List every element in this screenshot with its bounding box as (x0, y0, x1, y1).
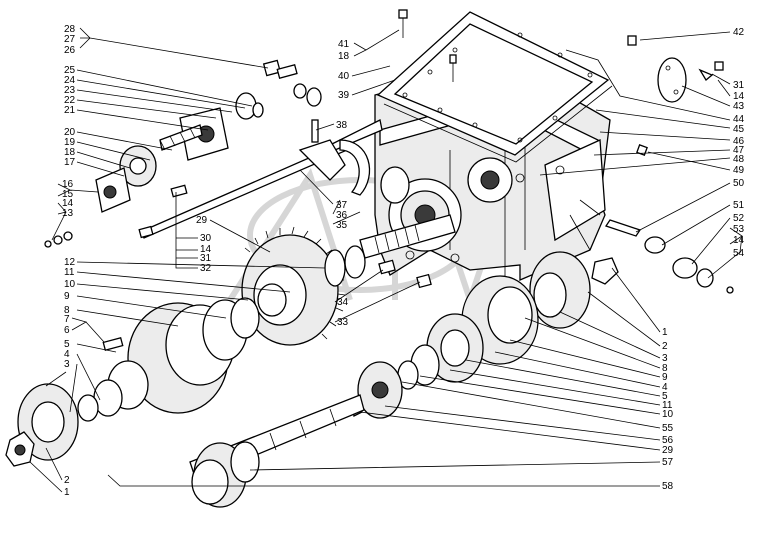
callout-10-right: 10 (662, 409, 674, 420)
callout-10: 10 (64, 279, 76, 290)
callout-4-right: 4 (662, 382, 668, 393)
callout-34: 34 (337, 297, 349, 308)
callout-1-left: 1 (64, 487, 70, 498)
callout-19: 19 (64, 137, 76, 148)
top-cover-plate (376, 11, 613, 163)
callout-2-right: 2 (662, 341, 668, 352)
callout-47: 47 (733, 145, 745, 156)
callout-32: 32 (200, 263, 212, 274)
callout-12: 12 (64, 257, 76, 268)
large-spur-gear (241, 226, 366, 346)
callout-23: 23 (64, 85, 76, 96)
callout-6: 6 (64, 325, 70, 336)
callout-35: 35 (336, 220, 348, 231)
callout-3-right: 3 (662, 353, 668, 364)
callout-25: 25 (64, 65, 76, 76)
callout-48: 48 (733, 154, 745, 165)
callout-21: 21 (64, 105, 76, 116)
callout-39: 39 (338, 90, 350, 101)
callout-30: 30 (200, 233, 212, 244)
callout-15: 15 (62, 189, 74, 200)
input-shaft (359, 214, 456, 289)
left-bearing-housing (5, 297, 260, 467)
right-small-parts (604, 144, 734, 294)
callout-20: 20 (64, 127, 76, 138)
callout-17: 17 (64, 157, 76, 168)
callout-13: 13 (62, 208, 74, 219)
callout-42: 42 (733, 27, 745, 38)
callout-22: 22 (64, 95, 76, 106)
callout-33: 33 (337, 317, 349, 328)
callout-5: 5 (64, 339, 70, 350)
callout-53: 53 (733, 224, 745, 235)
callout-38: 38 (336, 120, 348, 131)
callout-18: 18 (338, 51, 350, 62)
callout-56: 56 (662, 435, 674, 446)
callout-29-right: 29 (662, 445, 674, 456)
callout-2-left: 2 (64, 475, 70, 486)
shift-fork-assembly (95, 59, 383, 239)
callout-8-right: 8 (662, 363, 668, 374)
callout-5-right: 5 (662, 391, 668, 402)
callout-40: 40 (338, 71, 350, 82)
callout-24: 24 (64, 75, 76, 86)
callout-54: 54 (733, 248, 745, 259)
callout-16: 16 (62, 179, 74, 190)
callout-8: 8 (64, 305, 70, 316)
small-fasteners-left (44, 231, 73, 248)
callout-27: 27 (64, 34, 76, 45)
callout-57: 57 (662, 457, 674, 468)
callout-52: 52 (733, 213, 745, 224)
right-bearing-assembly (351, 251, 619, 419)
leader-lines (29, 27, 743, 493)
callout-11-right: 11 (662, 400, 673, 411)
callout-37: 37 (336, 200, 348, 211)
callout-31: 31 (733, 80, 745, 91)
callout-31b: 31 (200, 253, 212, 264)
cover-bolts (398, 9, 637, 82)
callout-41: 41 (338, 39, 350, 50)
callout-1-right: 1 (662, 327, 668, 338)
callout-9: 9 (64, 291, 70, 302)
callout-3: 3 (64, 359, 70, 370)
callout-55: 55 (662, 423, 674, 434)
callout-14d: 14 (733, 235, 745, 246)
callout-9-right: 9 (662, 372, 668, 383)
callout-18b: 18 (64, 147, 76, 158)
callout-45: 45 (733, 124, 745, 135)
callout-44: 44 (733, 114, 745, 125)
callout-11: 11 (64, 267, 75, 278)
callout-28: 28 (64, 24, 76, 35)
callout-26: 26 (64, 45, 76, 56)
callout-51: 51 (733, 200, 745, 211)
callout-43: 43 (733, 101, 745, 112)
callout-49: 49 (733, 165, 745, 176)
callout-14c: 14 (200, 244, 212, 255)
callout-29: 29 (196, 215, 208, 226)
callout-7: 7 (64, 314, 70, 325)
callout-labels: 28 27 26 41 18 42 40 39 31 14 43 44 25 2… (62, 24, 745, 498)
callout-4: 4 (64, 349, 70, 360)
callout-36: 36 (336, 210, 348, 221)
callout-14b: 14 (62, 198, 74, 209)
callout-14: 14 (733, 91, 745, 102)
output-shaft (189, 394, 365, 508)
callout-46: 46 (733, 136, 745, 147)
callout-58: 58 (662, 481, 674, 492)
callout-50: 50 (733, 178, 745, 189)
side-cover-plate (657, 57, 724, 103)
